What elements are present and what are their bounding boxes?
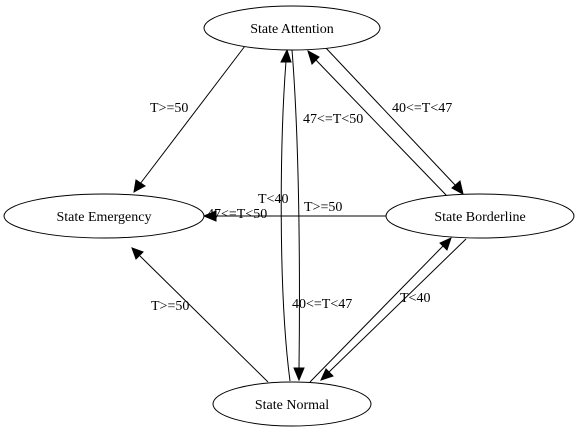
- edge-normal-to-borderline: [309, 237, 452, 383]
- node-state-normal[interactable]: State Normal: [212, 381, 372, 427]
- edge-attention-to-borderline: [324, 46, 464, 195]
- node-label-borderline: State Borderline: [434, 210, 525, 225]
- edge-label-borderline-to-attention: 47<=T<50: [207, 207, 267, 222]
- node-state-borderline[interactable]: State Borderline: [385, 193, 575, 239]
- edge-label-normal-to-attention: T<40: [258, 192, 288, 207]
- edge-label-borderline-to-normal: T<40: [400, 291, 430, 306]
- edge-label-borderline-to-emergency: T>=50: [304, 200, 342, 215]
- edge-label-normal-to-emergency: T>=50: [151, 299, 189, 314]
- edge-borderline-to-attention: [307, 49, 448, 197]
- node-label-emergency: State Emergency: [57, 210, 152, 225]
- edge-normal-to-emergency: [131, 247, 269, 383]
- edge-normal-to-attention: [280, 48, 292, 382]
- edge-attention-to-emergency: [133, 45, 246, 193]
- edge-label-attention-to-borderline: 40<=T<47: [392, 101, 452, 116]
- node-state-emergency[interactable]: State Emergency: [3, 193, 205, 239]
- edge-attention-to-normal: [291, 49, 305, 382]
- edge-borderline-to-emergency: [202, 210, 388, 222]
- node-state-attention[interactable]: State Attention: [203, 5, 381, 51]
- node-label-attention: State Attention: [250, 22, 334, 37]
- edge-borderline-to-normal: [320, 238, 467, 381]
- edge-label-normal-to-borderline: 40<=T<47: [292, 297, 352, 312]
- edge-label-attention-to-normal: 47<=T<50: [303, 112, 363, 127]
- node-label-normal: State Normal: [255, 398, 329, 413]
- edge-label-attention-to-emergency: T>=50: [150, 101, 188, 116]
